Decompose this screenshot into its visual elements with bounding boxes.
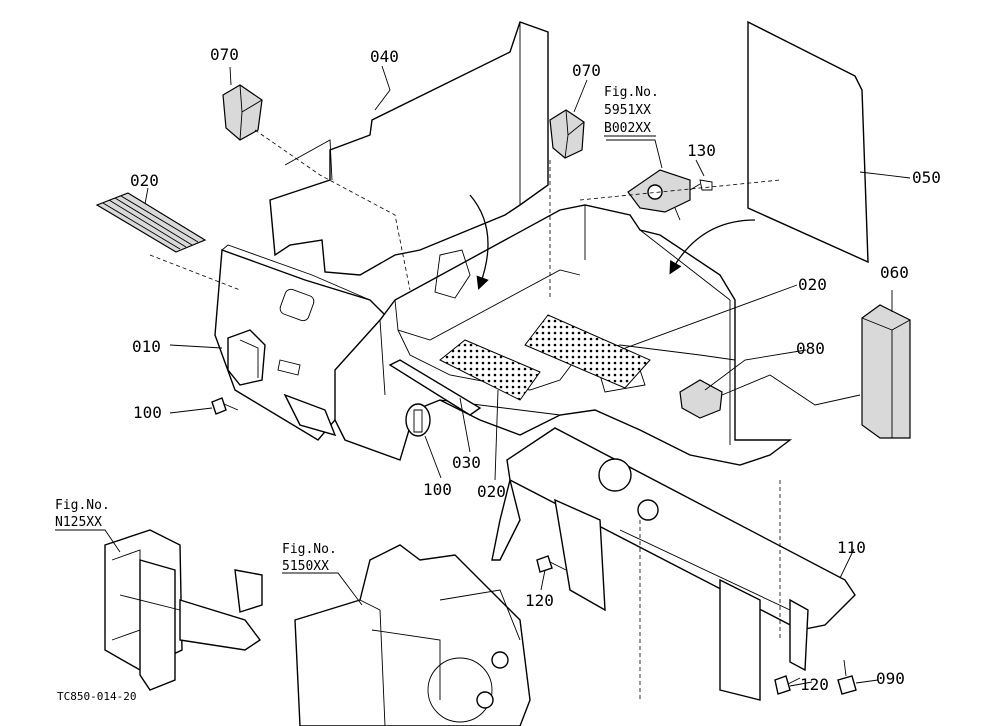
part-010-frame (214, 244, 411, 441)
part-130-sensor (627, 169, 713, 221)
callout-090: 090 (876, 669, 905, 688)
callout-060: 060 (880, 263, 909, 282)
part-050-panel (747, 20, 869, 264)
callout-070a: 070 (210, 45, 239, 64)
part-080-block (679, 379, 723, 419)
callout-010: 010 (132, 337, 161, 356)
subassembly-n125 (104, 529, 263, 691)
rotation-arrows (469, 194, 756, 290)
bolt-100b (405, 403, 431, 437)
fig-ref-5951-code2: B002XX (604, 121, 651, 136)
bolt-120a (536, 555, 567, 573)
fig-ref-5150-code: 5150XX (282, 559, 329, 574)
fig-ref-n125-label: Fig.No. (55, 498, 110, 513)
callout-020c: 020 (798, 275, 827, 294)
part-070b-pad (549, 109, 585, 159)
fig-ref-5150-label: Fig.No. (282, 542, 337, 557)
callout-020a: 020 (130, 171, 159, 190)
drawing-code: TC850-014-20 (57, 690, 136, 703)
fig-ref-n125-code: N125XX (55, 515, 102, 530)
fig-ref-n125: Fig.No. N125XX (55, 498, 110, 530)
callout-130: 130 (687, 141, 716, 160)
part-020a-mat (95, 192, 207, 253)
callout-110: 110 (837, 538, 866, 557)
fig-ref-5951-code1: 5951XX (604, 103, 651, 118)
bolt-090 (837, 659, 857, 695)
part-040-cover (269, 21, 549, 276)
assembly-guides (149, 129, 781, 700)
part-callouts: 070 040 070 130 050 060 020 010 100 020 … (130, 45, 941, 694)
callout-100b: 100 (423, 480, 452, 499)
callout-120a: 120 (525, 591, 554, 610)
callout-040: 040 (370, 47, 399, 66)
subassembly-5150 (294, 544, 531, 726)
fig-ref-5951-label: Fig.No. (604, 85, 659, 100)
part-020c-grille (524, 314, 651, 389)
callout-080: 080 (796, 339, 825, 358)
fig-ref-5150: Fig.No. 5150XX (282, 542, 337, 574)
callout-070b: 070 (572, 61, 601, 80)
part-060-block (861, 304, 911, 439)
fig-ref-5951: Fig.No. 5951XX B002XX (604, 85, 659, 137)
callout-100a: 100 (133, 403, 162, 422)
part-020b-grille (439, 339, 541, 401)
part-030-strip (388, 359, 482, 416)
part-110-bracket (491, 427, 856, 701)
leader-lines (55, 65, 911, 687)
callout-020b: 020 (477, 482, 506, 501)
callout-120b: 120 (800, 675, 829, 694)
part-070a-pad (222, 84, 263, 141)
bolt-120b (774, 675, 801, 695)
callout-030: 030 (452, 453, 481, 472)
callout-050: 050 (912, 168, 941, 187)
bolt-100a (211, 397, 239, 415)
